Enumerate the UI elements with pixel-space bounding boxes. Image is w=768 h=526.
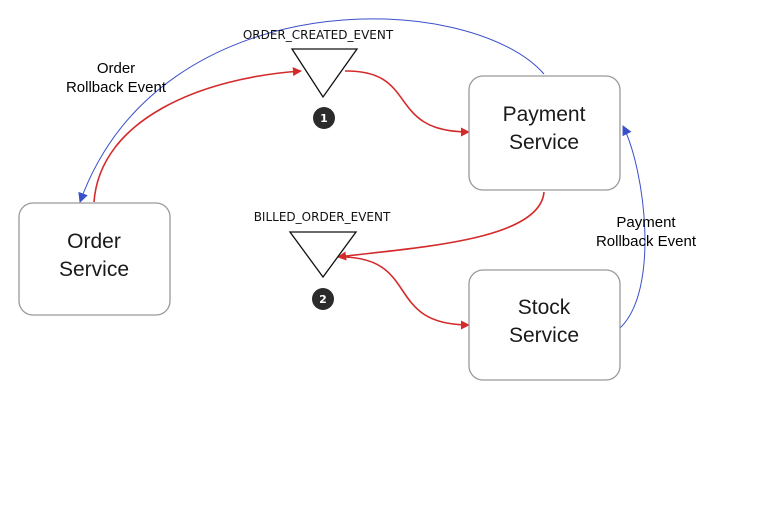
order-service-label-line1: Order <box>67 230 121 253</box>
billed-order-event-label: BILLED_ORDER_EVENT <box>254 210 391 224</box>
payment-rollback-label: Payment Rollback Event <box>596 214 697 250</box>
event-badge-1-number: 1 <box>320 112 328 125</box>
stock-service-label-line1: Stock <box>518 296 571 319</box>
order-created-event-triangle <box>290 48 359 99</box>
payment-service-label-line1: Payment <box>503 103 586 126</box>
order-created-event-label: ORDER_CREATED_EVENT <box>243 28 394 42</box>
payment-rollback-label-line1: Payment <box>616 214 676 231</box>
created-event-to-payment-arrow <box>344 70 470 137</box>
event-badge-2 <box>312 288 334 310</box>
order-created-event: ORDER_CREATED_EVENT 1 <box>243 28 394 129</box>
stock-service-node: Stock Service <box>468 269 621 381</box>
payment-rollback-arrow <box>619 125 646 329</box>
event-badge-1 <box>313 107 335 129</box>
billed-order-event-triangle <box>288 231 358 279</box>
order-rollback-label-line2: Rollback Event <box>66 79 167 96</box>
stock-service-label-line2: Service <box>509 324 579 347</box>
billed-event-to-stock-arrow <box>344 256 470 330</box>
billed-order-event: BILLED_ORDER_EVENT 2 <box>254 210 391 310</box>
order-rollback-label: Order Rollback Event <box>66 60 167 96</box>
order-to-created-event-arrow <box>93 67 302 203</box>
payment-to-billed-event-arrow <box>337 191 545 261</box>
order-service-node: Order Service <box>18 202 171 316</box>
order-service-label-line2: Service <box>59 258 129 281</box>
payment-rollback-label-line2: Rollback Event <box>596 233 697 250</box>
event-badge-2-number: 2 <box>319 293 327 306</box>
payment-service-node: Payment Service <box>468 75 621 191</box>
payment-service-label-line2: Service <box>509 131 579 154</box>
order-rollback-arrow <box>78 18 545 203</box>
order-rollback-label-line1: Order <box>97 60 135 77</box>
